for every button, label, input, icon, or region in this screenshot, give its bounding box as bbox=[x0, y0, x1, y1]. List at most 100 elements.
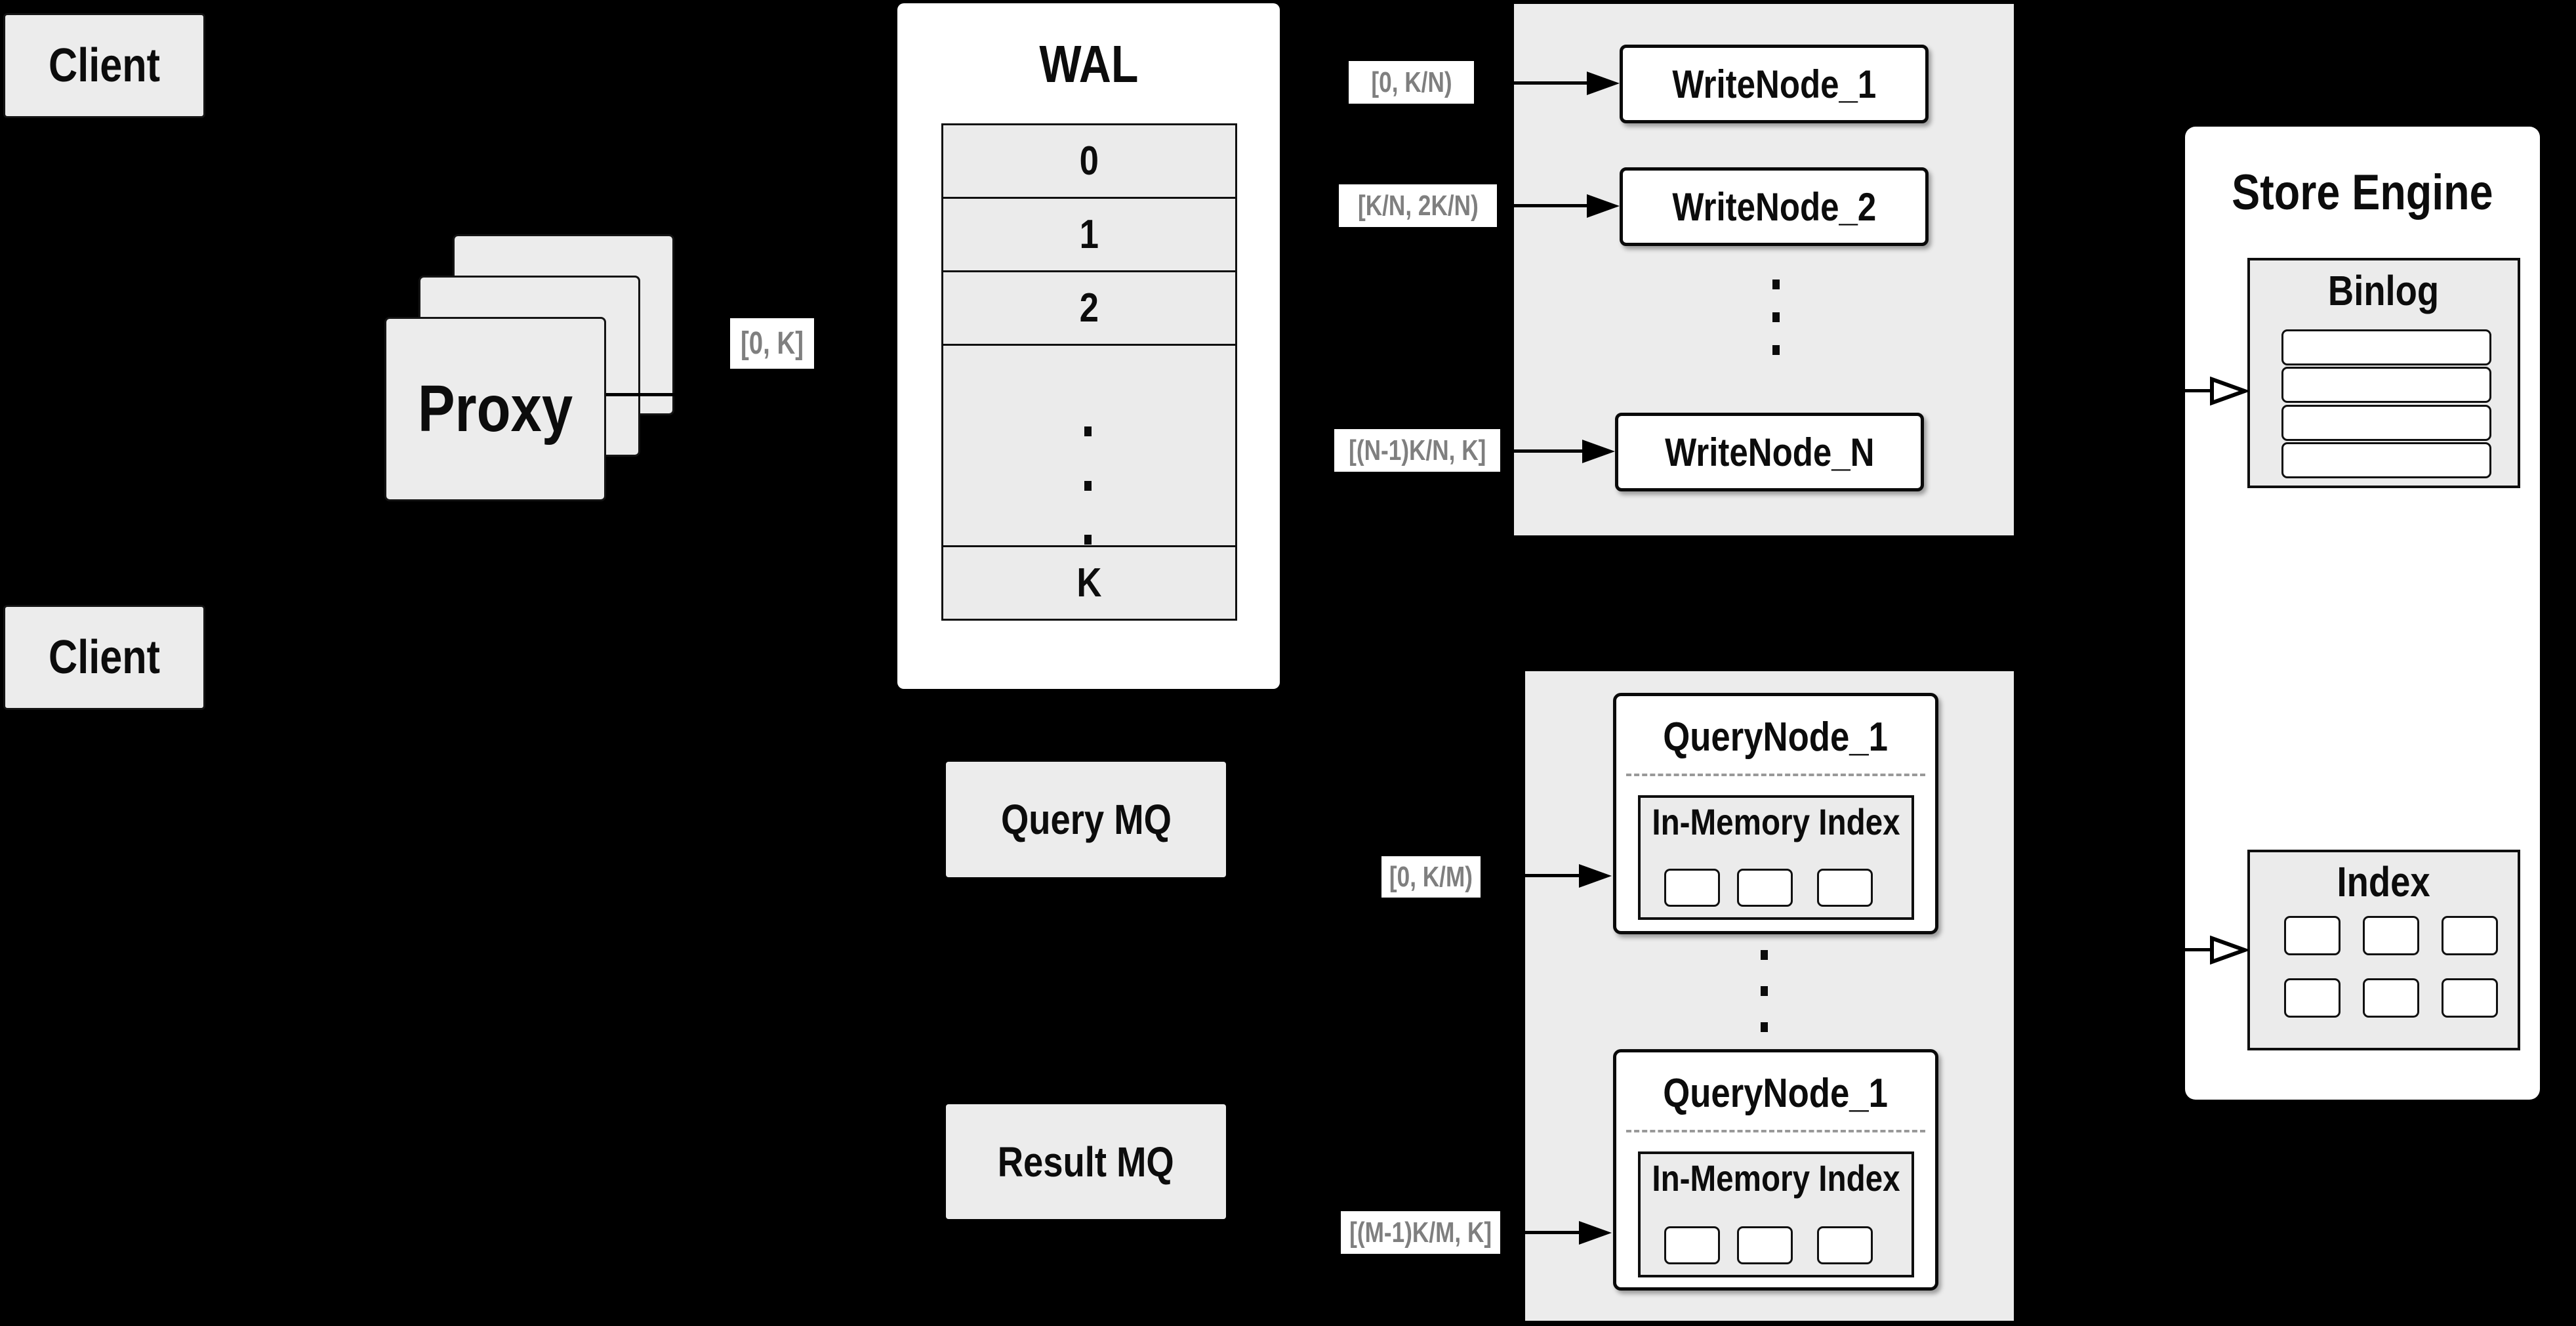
range-label-0-k-text: [0, K] bbox=[741, 326, 804, 361]
query-node-ellipsis-dot bbox=[1761, 986, 1768, 996]
range-label-write-n: [(N-1)K/N, K] bbox=[1334, 429, 1500, 472]
index-cell bbox=[2363, 978, 2419, 1018]
arrow-stem-index bbox=[2156, 948, 2212, 951]
arrow-head-query-m bbox=[1579, 1221, 1612, 1245]
in-memory-index-2-title-wrap: In-Memory Index bbox=[1641, 1154, 1912, 1201]
binlog-box: Binlog bbox=[2247, 258, 2520, 488]
range-label-write-1-text: [0, K/N) bbox=[1370, 66, 1452, 98]
binlog-slat bbox=[2281, 442, 2491, 478]
range-label-query-1-text: [0, K/M) bbox=[1389, 860, 1473, 893]
write-node-n-label: WriteNode_N bbox=[1664, 430, 1875, 474]
wal-row-k-text: K bbox=[1076, 560, 1102, 606]
range-label-write-2: [K/N, 2K/N) bbox=[1339, 184, 1497, 227]
memory-segment bbox=[1817, 1226, 1873, 1264]
binlog-title: Binlog bbox=[2328, 267, 2440, 314]
binlog-slat bbox=[2281, 329, 2491, 365]
write-node-2-label: WriteNode_2 bbox=[1672, 184, 1876, 229]
query-node-2-box: QueryNode_1 In-Memory Index bbox=[1613, 1049, 1938, 1291]
memory-segment bbox=[1664, 1226, 1720, 1264]
query-mq-label: Query MQ bbox=[1000, 796, 1172, 843]
write-node-ellipsis-dot bbox=[1772, 345, 1780, 355]
proxy-to-wal-arrow-head bbox=[865, 383, 897, 407]
write-node-1-label: WriteNode_1 bbox=[1672, 62, 1876, 106]
binlog-slat bbox=[2281, 405, 2491, 441]
index-cell bbox=[2442, 916, 2498, 955]
binlog-slat bbox=[2281, 367, 2491, 403]
query-node-2-title-wrap: QueryNode_1 bbox=[1616, 1056, 1935, 1130]
memory-segment bbox=[1737, 1226, 1793, 1264]
arrow-stem-query-1 bbox=[1481, 874, 1579, 877]
wal-row-0-text: 0 bbox=[1079, 138, 1099, 184]
proxy-to-wal-arrow-stem bbox=[606, 393, 865, 396]
in-memory-index-box-1: In-Memory Index bbox=[1638, 795, 1914, 920]
in-memory-index-2-title: In-Memory Index bbox=[1652, 1157, 1900, 1199]
query-node-1-title-wrap: QueryNode_1 bbox=[1616, 700, 1935, 774]
wal-title: WAL bbox=[1038, 34, 1139, 93]
result-mq-label: Result MQ bbox=[998, 1138, 1174, 1186]
write-node-2-box: WriteNode_2 bbox=[1620, 167, 1929, 246]
write-node-ellipsis-dot bbox=[1772, 312, 1780, 322]
query-node-ellipsis-dot bbox=[1761, 950, 1768, 960]
wal-row-k: K bbox=[941, 545, 1237, 621]
wal-row-1-text: 1 bbox=[1079, 212, 1099, 257]
range-label-query-m-text: [(M-1)K/M, K] bbox=[1349, 1216, 1492, 1249]
client-top-label: Client bbox=[48, 39, 160, 92]
wal-row-2-text: 2 bbox=[1079, 285, 1099, 331]
result-mq-box: Result MQ bbox=[946, 1104, 1226, 1219]
wal-table: 0 1 2 K bbox=[941, 123, 1237, 621]
arrow-head-write-1 bbox=[1587, 72, 1620, 95]
wal-ellipsis-dot bbox=[1084, 535, 1092, 545]
hollow-arrow-icon-binlog bbox=[2210, 377, 2249, 405]
query-node-2-title: QueryNode_1 bbox=[1663, 1070, 1889, 1116]
wal-title-wrap: WAL bbox=[897, 34, 1280, 93]
index-box: Index bbox=[2247, 850, 2520, 1050]
arrow-stem-binlog bbox=[2156, 389, 2212, 392]
arrow-stem-write-n bbox=[1500, 449, 1582, 453]
wal-ellipsis-dot bbox=[1084, 426, 1092, 436]
write-node-1-box: WriteNode_1 bbox=[1620, 45, 1929, 123]
wal-ellipsis-dot bbox=[1084, 481, 1092, 491]
arrow-stem-write-2 bbox=[1497, 204, 1587, 207]
range-label-write-2-text: [K/N, 2K/N) bbox=[1357, 189, 1479, 222]
memory-segment bbox=[1664, 869, 1720, 907]
index-cell bbox=[2284, 916, 2341, 955]
index-cell bbox=[2284, 978, 2341, 1018]
wal-row-0: 0 bbox=[941, 123, 1237, 199]
arrow-stem-query-m bbox=[1500, 1231, 1579, 1234]
write-node-n-box: WriteNode_N bbox=[1615, 413, 1924, 491]
index-title: Index bbox=[2337, 858, 2431, 905]
query-node-1-box: QueryNode_1 In-Memory Index bbox=[1613, 693, 1938, 934]
query-node-1-title: QueryNode_1 bbox=[1663, 714, 1889, 760]
range-label-query-1: [0, K/M) bbox=[1381, 856, 1481, 898]
in-memory-index-1-title: In-Memory Index bbox=[1652, 800, 1900, 842]
in-memory-index-1-title-wrap: In-Memory Index bbox=[1641, 798, 1912, 845]
arrow-stem-write-1 bbox=[1474, 81, 1587, 85]
memory-segment bbox=[1817, 869, 1873, 907]
wal-row-ellipsis bbox=[941, 344, 1237, 547]
client-bottom-label: Client bbox=[48, 631, 160, 684]
arrow-head-write-2 bbox=[1587, 194, 1620, 218]
query-node-ellipsis-dot bbox=[1761, 1022, 1768, 1032]
wal-row-1: 1 bbox=[941, 197, 1237, 272]
range-label-0-k: [0, K] bbox=[730, 318, 814, 369]
client-box-top: Client bbox=[3, 13, 205, 118]
query-node-1-divider bbox=[1626, 774, 1925, 776]
hollow-arrow-icon-index bbox=[2210, 936, 2249, 964]
store-engine-title: Store Engine bbox=[2232, 164, 2493, 220]
binlog-title-wrap: Binlog bbox=[2250, 260, 2518, 321]
memory-segment bbox=[1737, 869, 1793, 907]
proxy-card-front: Proxy bbox=[384, 317, 606, 501]
range-label-write-1: [0, K/N) bbox=[1349, 61, 1474, 104]
arrow-head-write-n bbox=[1582, 440, 1615, 463]
store-engine-title-wrap: Store Engine bbox=[2185, 163, 2540, 222]
query-mq-box: Query MQ bbox=[946, 762, 1226, 877]
proxy-label: Proxy bbox=[417, 372, 573, 445]
arrow-head-query-1 bbox=[1579, 864, 1612, 888]
wal-row-2: 2 bbox=[941, 270, 1237, 346]
range-label-query-m: [(M-1)K/M, K] bbox=[1341, 1211, 1500, 1254]
query-node-2-divider bbox=[1626, 1130, 1925, 1132]
index-title-wrap: Index bbox=[2250, 852, 2518, 911]
index-cell bbox=[2363, 916, 2419, 955]
client-box-bottom: Client bbox=[3, 605, 205, 710]
